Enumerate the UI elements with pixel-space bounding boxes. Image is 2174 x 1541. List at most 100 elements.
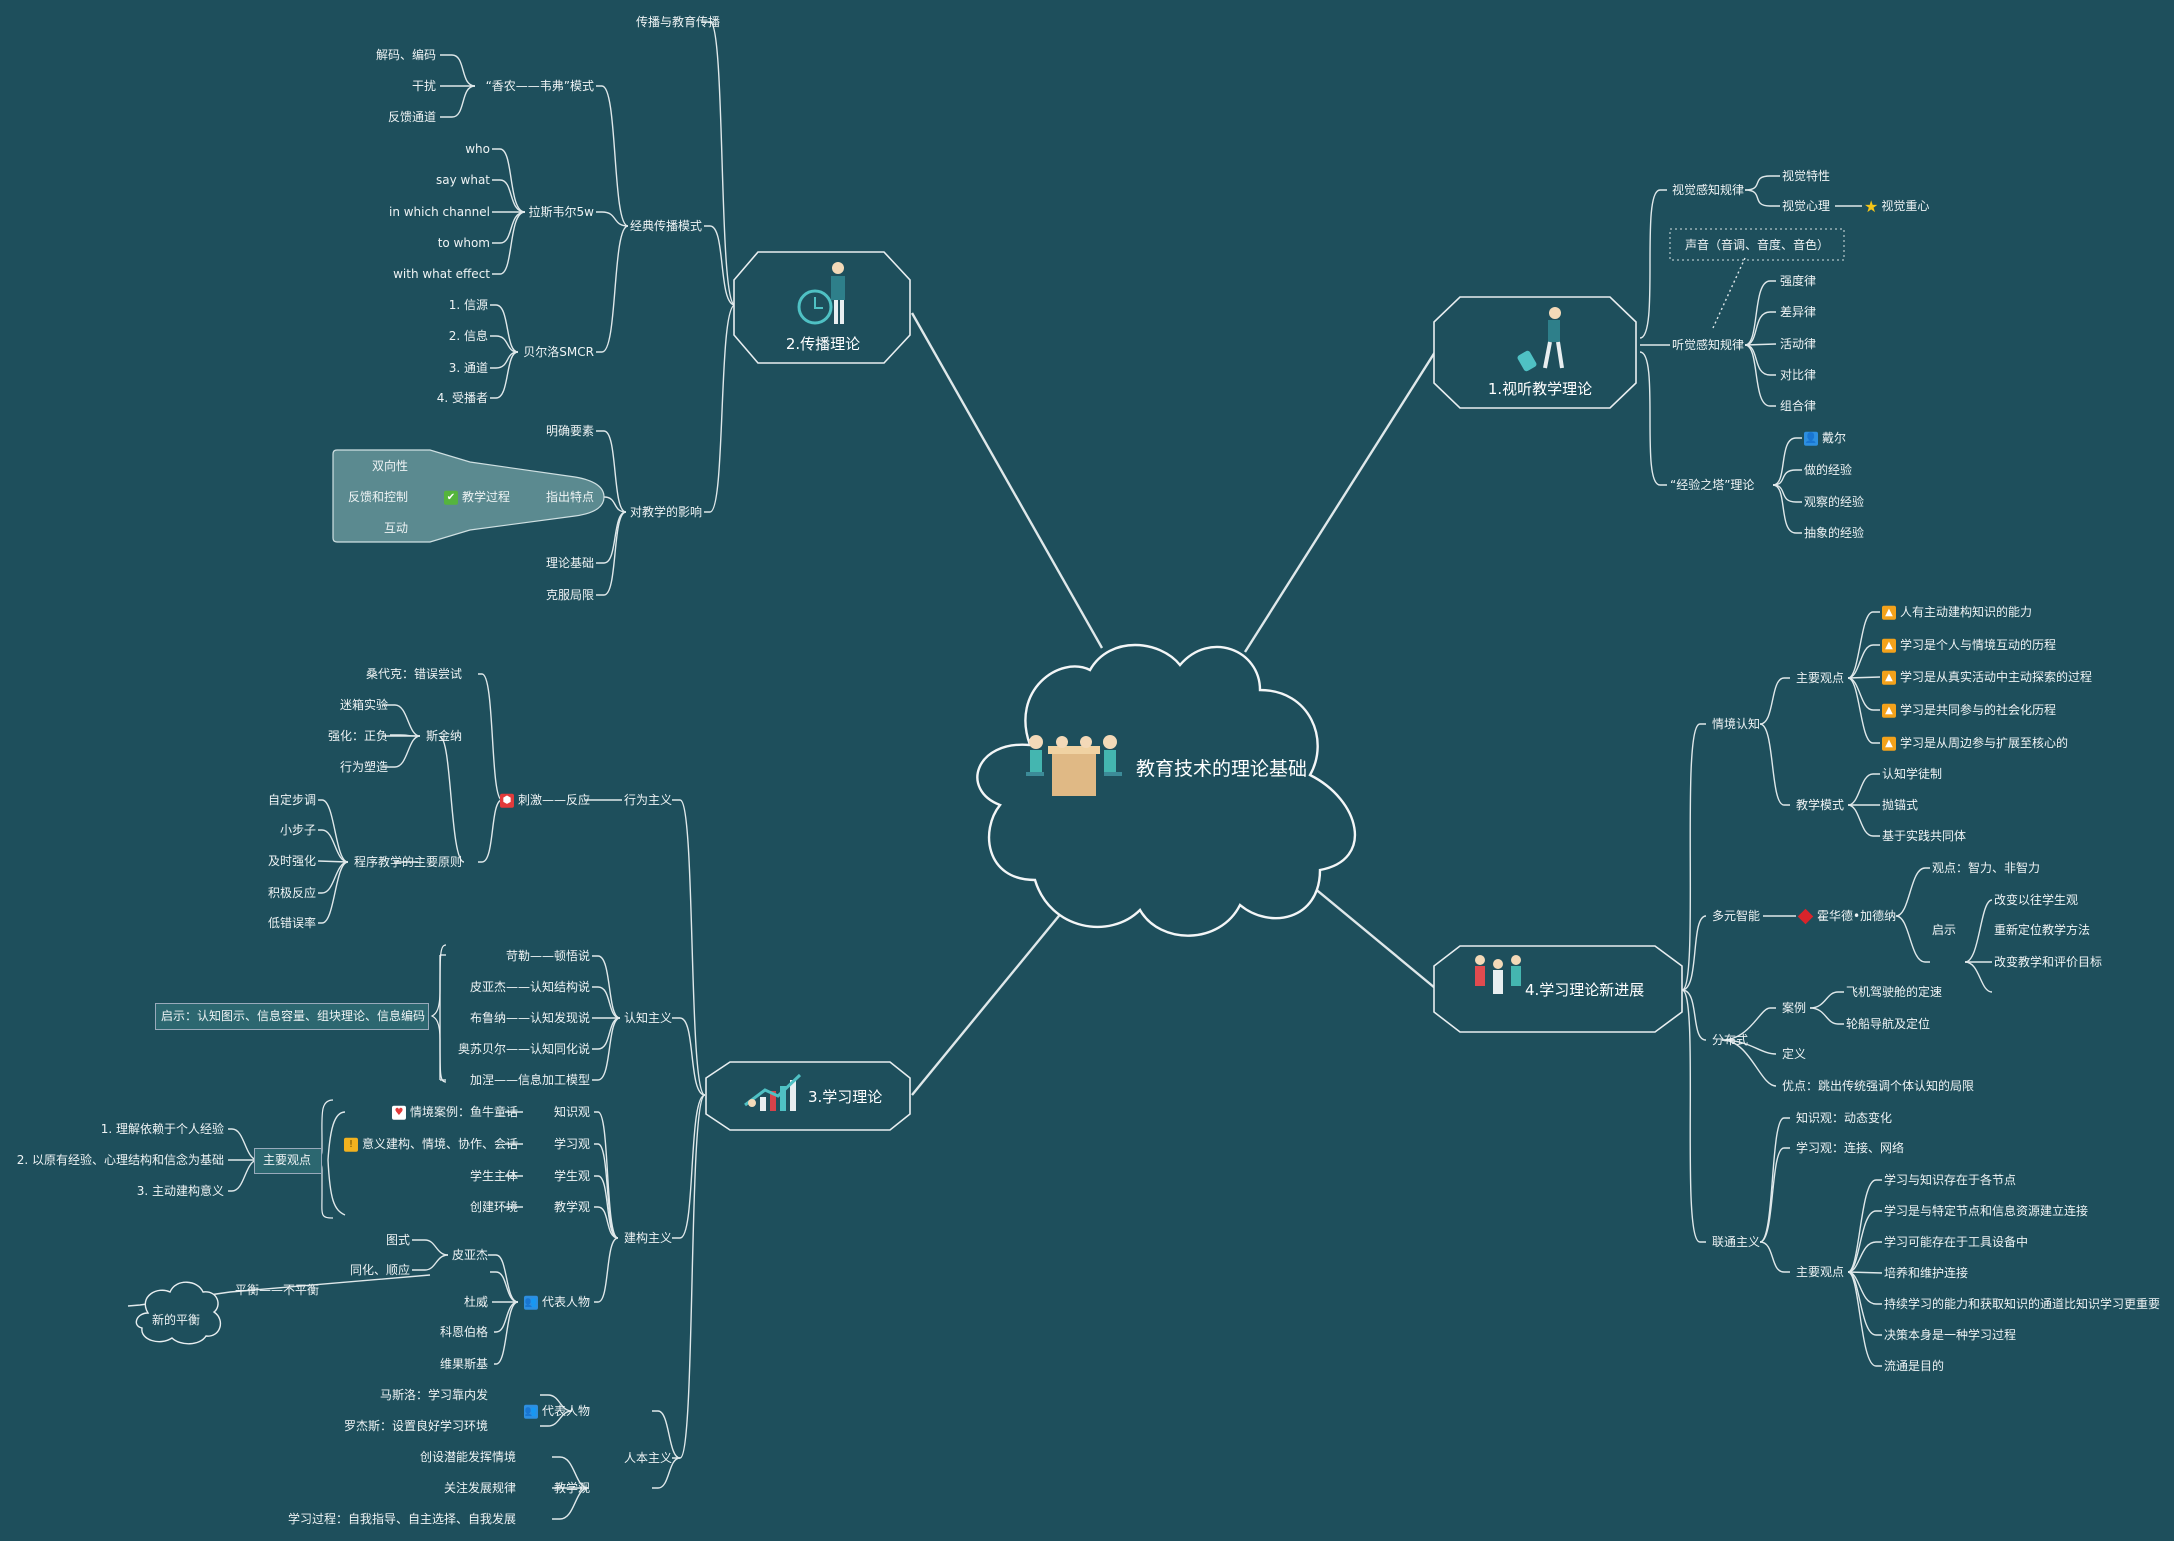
cognitive-item[interactable]: 奥苏贝尔——认知同化说 <box>457 1042 590 1056</box>
humanism-teach[interactable]: 教学观 <box>553 1481 590 1495</box>
audio-law[interactable]: 听觉感知规律 <box>1672 338 1745 352</box>
visual-law[interactable]: 视觉感知规律 <box>1672 183 1745 197</box>
connect-item[interactable]: 决策本身是一种学习过程 <box>1884 1328 2017 1342</box>
situated-item[interactable]: ▲人有主动建构知识的能力 <box>1882 605 2032 620</box>
construct-main-view[interactable]: 主要观点 <box>262 1153 312 1167</box>
situated-item[interactable]: ▲学习是个人与情境互动的历程 <box>1882 638 2056 653</box>
main-view-item[interactable]: 1. 理解依赖于个人经验 <box>100 1122 224 1136</box>
cone-item[interactable]: 观察的经验 <box>1804 495 1865 509</box>
cognitivism[interactable]: 认知主义 <box>623 1011 672 1025</box>
lasswell-item[interactable]: in which channel <box>388 205 490 219</box>
impact-item[interactable]: 指出特点 <box>545 490 594 504</box>
skinner[interactable]: 斯金纳 <box>425 729 462 743</box>
impact-item[interactable]: 理论基础 <box>545 556 594 570</box>
connect-knowledge[interactable]: 知识观：动态变化 <box>1796 1111 1893 1125</box>
connect-main-view[interactable]: 主要观点 <box>1796 1265 1845 1279</box>
situated-cognition[interactable]: 情境认知 <box>1712 717 1761 731</box>
visual-center[interactable]: ★视觉重心 <box>1864 196 1930 216</box>
center-cloud[interactable] <box>976 643 1357 937</box>
piaget[interactable]: 皮亚杰 <box>451 1248 488 1262</box>
gardner-view[interactable]: 观点：智力、非智力 <box>1932 861 2041 875</box>
distributed[interactable]: 分布式 <box>1712 1033 1749 1047</box>
main-view-item[interactable]: 2. 以原有经验、心理结构和信念为基础 <box>16 1153 224 1167</box>
humanism-rep-item[interactable]: 罗杰斯：设置良好学习环境 <box>343 1419 488 1433</box>
construct-view-item[interactable]: 学生主体 <box>469 1169 518 1183</box>
connect-item[interactable]: 学习可能存在于工具设备中 <box>1884 1235 2029 1249</box>
teaching-process[interactable]: ✔教学过程 <box>443 490 510 505</box>
representative[interactable]: 杜威 <box>463 1295 488 1309</box>
audio-item[interactable]: 差异律 <box>1780 305 1817 319</box>
teaching-process-item[interactable]: 互动 <box>383 521 408 535</box>
berlo-item[interactable]: 4. 受播者 <box>436 391 488 405</box>
programmed-item[interactable]: 及时强化 <box>267 854 316 868</box>
humanism-teach-item[interactable]: 创设潜能发挥情境 <box>419 1450 516 1464</box>
cognitive-item[interactable]: 苛勒——顿悟说 <box>505 949 590 963</box>
advantage[interactable]: 优点：跳出传统强调个体认知的局限 <box>1782 1079 1975 1093</box>
connect-item[interactable]: 持续学习的能力和获取知识的通道比知识学习更重要 <box>1884 1297 2161 1311</box>
audio-item[interactable]: 对比律 <box>1780 368 1817 382</box>
constructivism[interactable]: 建构主义 <box>623 1231 672 1245</box>
branch1-box[interactable] <box>1433 296 1637 409</box>
audio-item[interactable]: 强度律 <box>1780 274 1817 288</box>
classic-model[interactable]: 经典传播模式 <box>629 219 702 233</box>
programmed-item[interactable]: 积极反应 <box>267 886 316 900</box>
representative[interactable]: 维果斯基 <box>439 1357 488 1371</box>
shannon-item[interactable]: 解码、编码 <box>375 48 436 62</box>
new-balance[interactable]: 新的平衡 <box>151 1313 201 1327</box>
branch2-title[interactable]: 2.传播理论 <box>785 335 861 353</box>
skinner-item[interactable]: 行为塑造 <box>339 760 388 774</box>
situated-item[interactable]: ▲学习是共同参与的社会化历程 <box>1882 703 2056 718</box>
lasswell-item[interactable]: say what <box>436 173 490 187</box>
construct-view[interactable]: 学习观 <box>553 1137 590 1151</box>
programmed-item[interactable]: 低错误率 <box>267 916 316 930</box>
humanism[interactable]: 人本主义 <box>623 1451 672 1465</box>
berlo-smcr[interactable]: 贝尔洛SMCR <box>523 345 594 359</box>
construct-view[interactable]: 教学观 <box>553 1200 590 1214</box>
main-view-item[interactable]: 3. 主动建构意义 <box>136 1184 224 1198</box>
programmed-item[interactable]: 小步子 <box>279 823 316 837</box>
connect-item[interactable]: 培养和维护连接 <box>1884 1266 1969 1280</box>
impact-item[interactable]: 克服局限 <box>545 588 594 602</box>
construct-view-item[interactable]: ♥情境案例：鱼牛童话 <box>391 1105 518 1120</box>
cognitive-item[interactable]: 布鲁纳——认知发现说 <box>469 1011 590 1025</box>
definition[interactable]: 定义 <box>1782 1047 1807 1061</box>
inspire-item[interactable]: 改变教学和评价目标 <box>1994 955 2103 969</box>
visual-features[interactable]: 视觉特性 <box>1782 169 1831 183</box>
construct-view[interactable]: 学生观 <box>553 1169 590 1183</box>
berlo-item[interactable]: 1. 信源 <box>448 298 488 312</box>
piaget-item[interactable]: 图式 <box>385 1233 410 1247</box>
spread-edu[interactable]: 传播与教育传播 <box>635 15 720 29</box>
programmed-principles[interactable]: 程序教学的主要原则 <box>353 855 462 869</box>
dale[interactable]: 👤戴尔 <box>1804 430 1847 446</box>
case-item[interactable]: 轮船导航及定位 <box>1846 1017 1931 1031</box>
lasswell-item[interactable]: who <box>465 142 490 156</box>
case[interactable]: 案例 <box>1782 1001 1807 1015</box>
center-title[interactable]: 教育技术的理论基础 <box>1136 758 1308 780</box>
branch3-title[interactable]: 3.学习理论 <box>808 1088 883 1106</box>
skinner-item[interactable]: 迷箱实验 <box>339 698 388 712</box>
connect-item[interactable]: 流通是目的 <box>1884 1359 1945 1373</box>
construct-view-item[interactable]: 创建环境 <box>469 1200 518 1214</box>
construct-view-item[interactable]: !意义建构、情境、协作、会话 <box>343 1137 518 1152</box>
audio-item[interactable]: 活动律 <box>1780 337 1817 351</box>
cognitive-insight[interactable]: 启示：认知图示、信息容量、组块理论、信息编码 <box>161 1009 426 1023</box>
connect-item[interactable]: 学习与知识存在于各节点 <box>1884 1173 2017 1187</box>
thorndike[interactable]: 桑代克：错误尝试 <box>365 667 462 681</box>
balance[interactable]: 平衡——不平衡 <box>235 1283 320 1297</box>
shannon-item[interactable]: 反馈通道 <box>387 110 436 124</box>
connect-item[interactable]: 学习是与特定节点和信息资源建立连接 <box>1884 1204 2089 1218</box>
cone-item[interactable]: 做的经验 <box>1804 463 1853 477</box>
stimulus-response[interactable]: ⬢刺激——反应 <box>499 793 590 808</box>
construct-representatives[interactable]: 👥代表人物 <box>523 1294 590 1310</box>
shannon-item[interactable]: 干扰 <box>411 79 436 93</box>
impact-on-teaching[interactable]: 对教学的影响 <box>629 505 702 519</box>
situated-item[interactable]: ▲学习是从周边参与扩展至核心的 <box>1882 736 2068 751</box>
cone-item[interactable]: 抽象的经验 <box>1804 526 1865 540</box>
berlo-item[interactable]: 2. 信息 <box>448 329 488 343</box>
humanism-teach-item[interactable]: 学习过程：自我指导、自主选择、自我发展 <box>287 1512 516 1526</box>
teaching-process-item[interactable]: 双向性 <box>371 459 408 473</box>
audio-item[interactable]: 组合律 <box>1780 399 1817 413</box>
behaviorism[interactable]: 行为主义 <box>623 793 672 807</box>
humanism-teach-item[interactable]: 关注发展规律 <box>443 1481 516 1495</box>
impact-item[interactable]: 明确要素 <box>545 424 594 438</box>
